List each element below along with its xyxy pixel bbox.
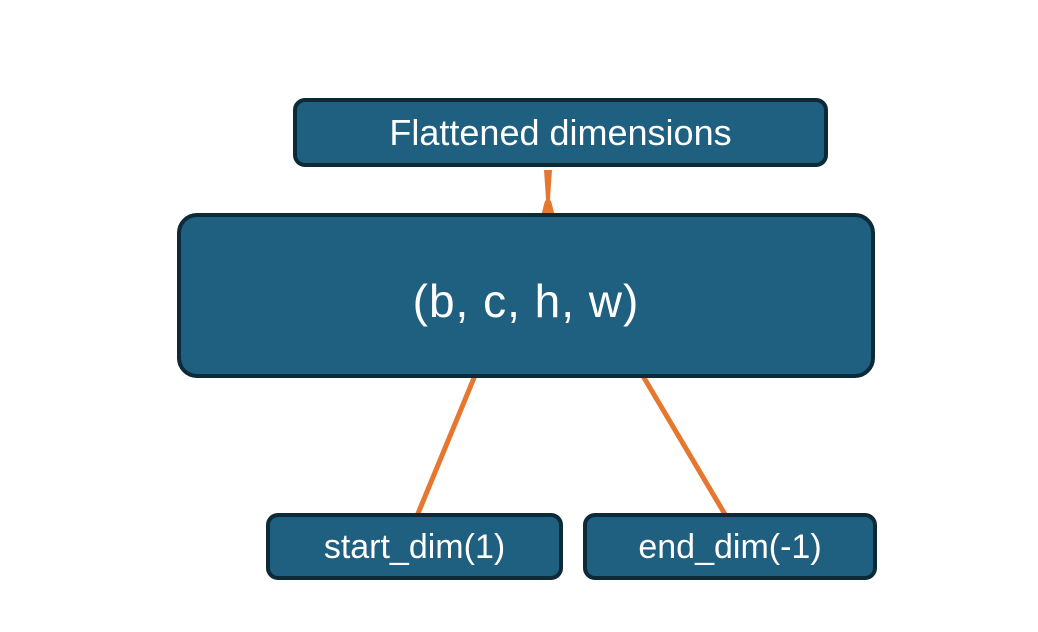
end-dim-label: end_dim(-1) bbox=[638, 527, 822, 566]
flattened-dimensions-label: Flattened dimensions bbox=[389, 111, 732, 153]
end-dim-box: end_dim(-1) bbox=[583, 513, 877, 580]
start-dim-box: start_dim(1) bbox=[266, 513, 563, 580]
tensor-shape-label: (b, c, h, w) bbox=[412, 274, 640, 327]
start-dim-label: start_dim(1) bbox=[323, 527, 506, 566]
flattened-dimensions-box: Flattened dimensions bbox=[293, 98, 828, 167]
brace-stem bbox=[544, 170, 552, 206]
tensor-shape-box: (b, c, h, w) bbox=[177, 213, 875, 378]
